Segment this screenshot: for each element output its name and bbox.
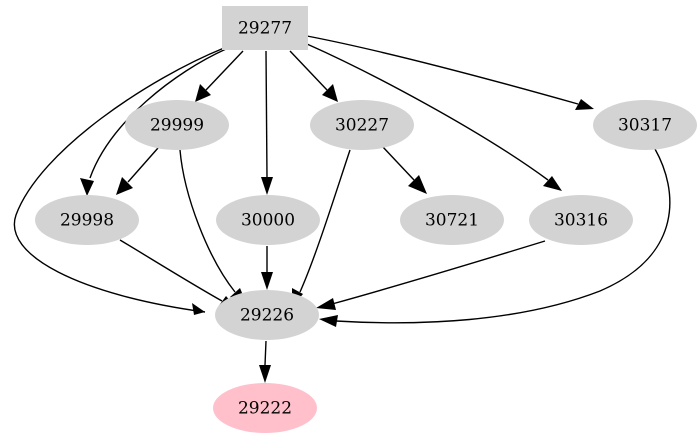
arrowhead-icon	[261, 177, 273, 195]
edge-path	[289, 50, 328, 91]
node-shape-ellipse[interactable]	[216, 195, 320, 245]
node-30000[interactable]: 30000	[216, 195, 320, 245]
edge-30227-to-30721	[381, 145, 427, 194]
node-30317[interactable]: 30317	[593, 100, 697, 150]
edge-29277-to-30000	[261, 50, 273, 195]
edge-path	[13, 47, 225, 313]
edge-29277-to-29226	[13, 47, 225, 315]
arrowhead-icon	[195, 84, 211, 102]
arrowhead-icon	[408, 175, 427, 194]
node-shape-ellipse[interactable]	[529, 195, 633, 245]
arrowhead-icon	[316, 298, 336, 310]
arrowhead-icon	[80, 178, 94, 196]
node-30316[interactable]: 30316	[529, 195, 633, 245]
edge-path	[331, 240, 546, 305]
edge-path	[179, 149, 236, 293]
node-layer: 29277 29999 30227 30317 29998 30000	[35, 6, 697, 433]
edge-path	[205, 50, 244, 91]
edge-29277-to-30316	[306, 43, 562, 191]
edge-29277-to-30317	[306, 35, 594, 110]
edge-path	[89, 48, 227, 179]
arrowhead-icon	[261, 272, 273, 290]
arrowhead-icon	[319, 315, 338, 327]
edge-path	[264, 340, 267, 366]
node-29999[interactable]: 29999	[125, 100, 229, 150]
arrowhead-icon	[259, 365, 271, 383]
node-shape-ellipse[interactable]	[593, 100, 697, 150]
node-shape-rectangle[interactable]	[222, 6, 308, 50]
edge-29277-to-30227	[289, 50, 338, 102]
arrowhead-icon	[543, 176, 562, 191]
arrowhead-icon	[116, 177, 133, 195]
edge-29226-to-29222	[259, 340, 271, 383]
arrowhead-icon	[322, 84, 338, 102]
node-shape-ellipse[interactable]	[213, 383, 317, 433]
edge-path	[381, 145, 415, 181]
edge-path	[119, 239, 223, 302]
edge-path	[299, 149, 351, 293]
node-30227[interactable]: 30227	[310, 100, 414, 150]
node-29998[interactable]: 29998	[35, 195, 139, 245]
edge-path	[306, 43, 549, 181]
edge-29277-to-29999	[195, 50, 244, 102]
edge-30000-to-29226	[261, 246, 273, 290]
edge-29999-to-29998	[116, 147, 159, 195]
node-29277[interactable]: 29277	[222, 6, 308, 50]
node-shape-ellipse[interactable]	[215, 290, 319, 340]
edge-29277-to-29998	[80, 48, 227, 196]
node-shape-ellipse[interactable]	[400, 195, 504, 245]
edge-path	[127, 147, 159, 183]
node-shape-ellipse[interactable]	[310, 100, 414, 150]
edge-path	[335, 148, 671, 324]
edge-path	[265, 50, 268, 179]
edge-path	[306, 35, 579, 105]
node-shape-ellipse[interactable]	[125, 100, 229, 150]
node-30721[interactable]: 30721	[400, 195, 504, 245]
edge-30316-to-29226	[316, 240, 546, 310]
arrowhead-icon	[192, 303, 205, 315]
arrowhead-icon	[575, 99, 594, 110]
node-shape-ellipse[interactable]	[35, 195, 139, 245]
edge-29998-to-29226	[119, 239, 237, 309]
node-29226[interactable]: 29226	[215, 290, 319, 340]
node-29222[interactable]: 29222	[213, 383, 317, 433]
edge-30317-to-29226	[319, 148, 671, 327]
